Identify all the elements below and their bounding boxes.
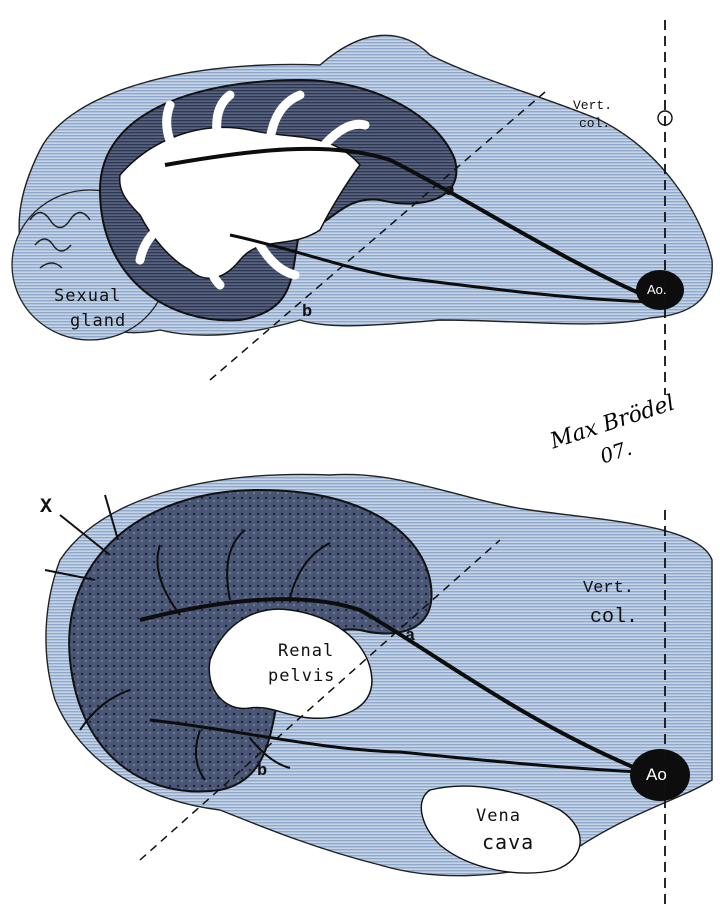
bottom-a-label: a <box>405 628 415 645</box>
sexual-label: Sexual <box>54 288 121 305</box>
top-a-label: a <box>445 183 455 200</box>
top-vert-label: Vert. <box>573 99 612 112</box>
pelvis-label: pelvis <box>268 668 335 685</box>
bottom-col-label: col. <box>590 608 638 628</box>
top-col-label: col. <box>579 117 610 130</box>
top-b-label: b <box>302 304 312 321</box>
bottom-vert-label: Vert. <box>583 580 634 597</box>
x-label: X <box>40 498 52 518</box>
bottom-b-label: b <box>257 763 267 780</box>
bottom-figure <box>45 474 712 905</box>
vena-label: Vena <box>476 808 521 825</box>
renal-label: Renal <box>278 643 334 660</box>
top-aorta-label: Ao. <box>647 283 667 296</box>
top-figure <box>12 20 712 395</box>
cava-label: cava <box>482 832 534 852</box>
gland-label: gland <box>70 313 126 330</box>
bottom-aorta-label: Ao <box>646 766 667 783</box>
